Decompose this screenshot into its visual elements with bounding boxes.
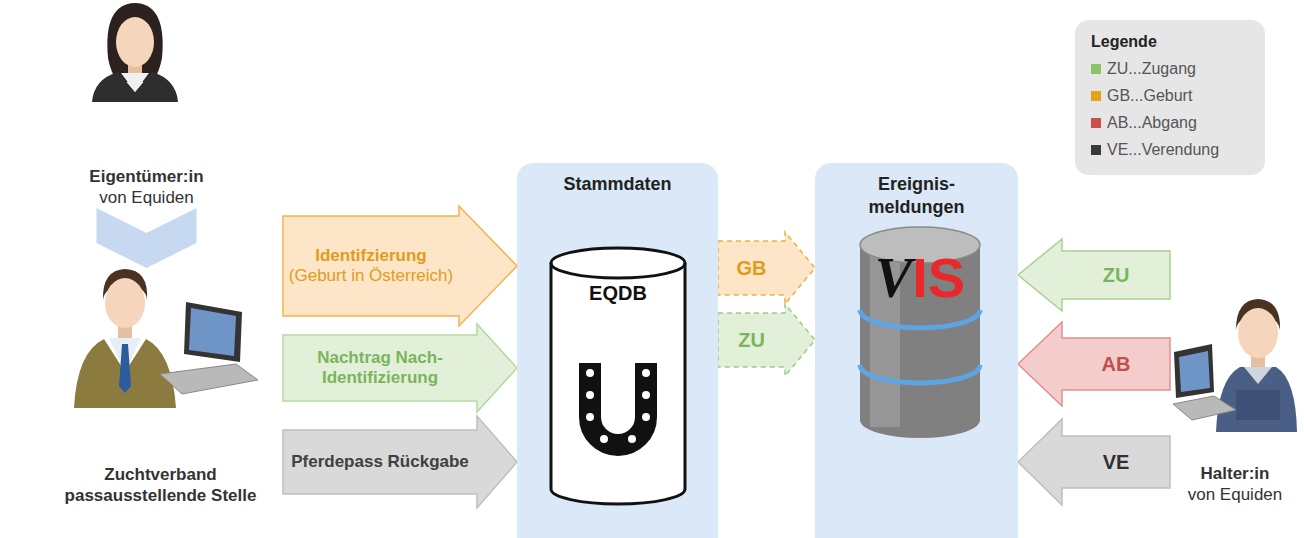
legend-text: VE...Verendung: [1107, 141, 1219, 159]
association-node: Zuchtverband passausstellende Stelle: [38, 268, 283, 506]
owner-figure: [92, 3, 178, 102]
edge-label: VE: [1103, 450, 1130, 474]
passport-return-arrow: [283, 416, 517, 508]
legend-text: AB...Abgang: [1107, 114, 1197, 132]
death-report-arrow: [1018, 419, 1170, 505]
legend-text: GB...Geburt: [1107, 87, 1192, 105]
node-text: von Equiden: [1188, 484, 1283, 505]
master-data-panel: StammdatenEQDB: [517, 163, 718, 538]
supplement-arrow: [283, 324, 517, 412]
owner-to-association-arrow: [97, 208, 197, 268]
arrival-report-arrow: [1018, 239, 1170, 311]
association-figure: [74, 269, 258, 408]
edge-label: ZU: [1103, 263, 1130, 287]
node-text: Stammdaten: [563, 173, 671, 196]
departure-report-arrow: [1018, 322, 1170, 406]
arrival-event-arrow: [718, 304, 815, 376]
legend-swatch: [1091, 145, 1101, 155]
edge-label: Pferdepass Rückgabe: [291, 452, 469, 472]
event-report-panel: Ereignis- meldungenVIS: [815, 163, 1018, 538]
holder-node: Halter:invon Equiden: [1170, 295, 1300, 505]
holder-figure: [1173, 299, 1297, 432]
node-text: Zuchtverband passausstellende Stelle: [38, 464, 283, 507]
legend-row: ZU...Zugang: [1091, 55, 1249, 82]
legend-title: Legende: [1091, 33, 1249, 51]
node-text: EQDB: [589, 281, 647, 306]
legend-row: GB...Geburt: [1091, 82, 1249, 109]
owner-node: Eigentümer:invon Equiden: [85, 0, 208, 208]
eqdb-database: EQDB: [548, 245, 688, 507]
node-text: Ereignis- meldungen: [862, 173, 972, 218]
legend-swatch: [1091, 64, 1101, 74]
legend-box: LegendeZU...ZugangGB...GeburtAB...Abgang…: [1075, 20, 1265, 175]
node-text: VIS: [875, 243, 965, 313]
edge-label: AB: [1102, 352, 1131, 376]
legend-text: ZU...Zugang: [1107, 60, 1196, 78]
edge-label: Nachtrag Nach-Identifizierung: [295, 348, 465, 389]
identification-arrow: [283, 206, 517, 326]
legend-row: AB...Abgang: [1091, 109, 1249, 136]
vis-database: VIS: [855, 215, 985, 455]
edge-label: GB: [737, 256, 767, 280]
edge-label: Identifzierung (Geburt in Österreich): [286, 246, 457, 287]
legend-swatch: [1091, 91, 1101, 101]
node-text: von Equiden: [99, 187, 194, 208]
node-text: Halter:in: [1201, 463, 1270, 484]
legend-swatch: [1091, 118, 1101, 128]
node-text: Eigentümer:in: [89, 166, 203, 187]
edge-label: ZU: [738, 328, 765, 352]
legend-row: VE...Verendung: [1091, 136, 1249, 163]
birth-event-arrow: [718, 232, 815, 304]
